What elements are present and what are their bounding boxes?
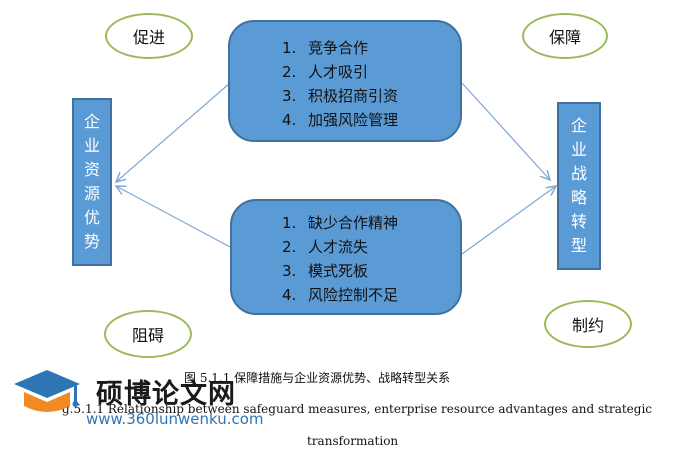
vertical-char: 战 bbox=[570, 164, 587, 183]
vertical-char: 型 bbox=[570, 236, 587, 255]
arrow-bottom-to-right bbox=[461, 186, 556, 255]
watermark-url: www.360lunwenku.com bbox=[86, 410, 264, 428]
oval-restrict: 制约 bbox=[544, 300, 632, 348]
oval-restrict-label: 制约 bbox=[571, 316, 604, 335]
safeguard-measures-box: 1.竞争合作 2.人才吸引 3.积极招商引资 4.加强风险管理 bbox=[228, 20, 462, 142]
vertical-char: 略 bbox=[570, 188, 587, 207]
vertical-char: 资 bbox=[83, 160, 100, 179]
vertical-char: 业 bbox=[570, 140, 587, 159]
figure-caption-zh: 图 5.1.1 保障措施与企业资源优势、战略转型关系 bbox=[184, 371, 451, 385]
list-item: 3.模式死板 bbox=[282, 262, 369, 280]
watermark-site-name: 硕博论文网 bbox=[96, 379, 236, 410]
oval-promote: 促进 bbox=[105, 13, 193, 59]
oval-guarantee: 保障 bbox=[522, 13, 608, 59]
vertical-char: 势 bbox=[83, 232, 100, 251]
resource-advantage-box: 企 业 资 源 优 势 bbox=[72, 98, 112, 266]
oval-guarantee-label: 保障 bbox=[548, 28, 581, 47]
list-item: 4.加强风险管理 bbox=[282, 111, 399, 129]
list-item: 3.积极招商引资 bbox=[282, 87, 399, 105]
vertical-char: 企 bbox=[570, 116, 587, 135]
figure-caption-en-line2: transformation bbox=[307, 434, 399, 448]
list-item: 1.竞争合作 bbox=[282, 39, 369, 57]
oval-hinder: 阻碍 bbox=[104, 310, 192, 358]
figure-caption-en-line1: g.5.1.1 Relationship between safeguard m… bbox=[62, 402, 653, 416]
arrow-top-to-right bbox=[461, 82, 550, 180]
vertical-char: 企 bbox=[83, 112, 100, 131]
hindrance-factors-box: 1.缺少合作精神 2.人才流失 3.模式死板 4.风险控制不足 bbox=[230, 199, 462, 315]
vertical-char: 转 bbox=[570, 212, 587, 231]
strategic-transformation-box: 企 业 战 略 转 型 bbox=[557, 102, 601, 270]
list-item: 1.缺少合作精神 bbox=[282, 214, 399, 232]
arrow-bottom-to-left bbox=[116, 186, 233, 249]
vertical-char: 业 bbox=[83, 136, 100, 155]
list-item: 4.风险控制不足 bbox=[282, 286, 399, 304]
vertical-char: 源 bbox=[83, 184, 100, 203]
arrow-top-to-left bbox=[116, 82, 231, 182]
graduation-cap-logo-icon bbox=[14, 370, 80, 412]
list-item: 2.人才吸引 bbox=[282, 63, 369, 81]
oval-promote-label: 促进 bbox=[132, 28, 165, 47]
vertical-char: 优 bbox=[83, 208, 100, 227]
oval-hinder-label: 阻碍 bbox=[131, 326, 164, 345]
list-item: 2.人才流失 bbox=[282, 238, 369, 256]
